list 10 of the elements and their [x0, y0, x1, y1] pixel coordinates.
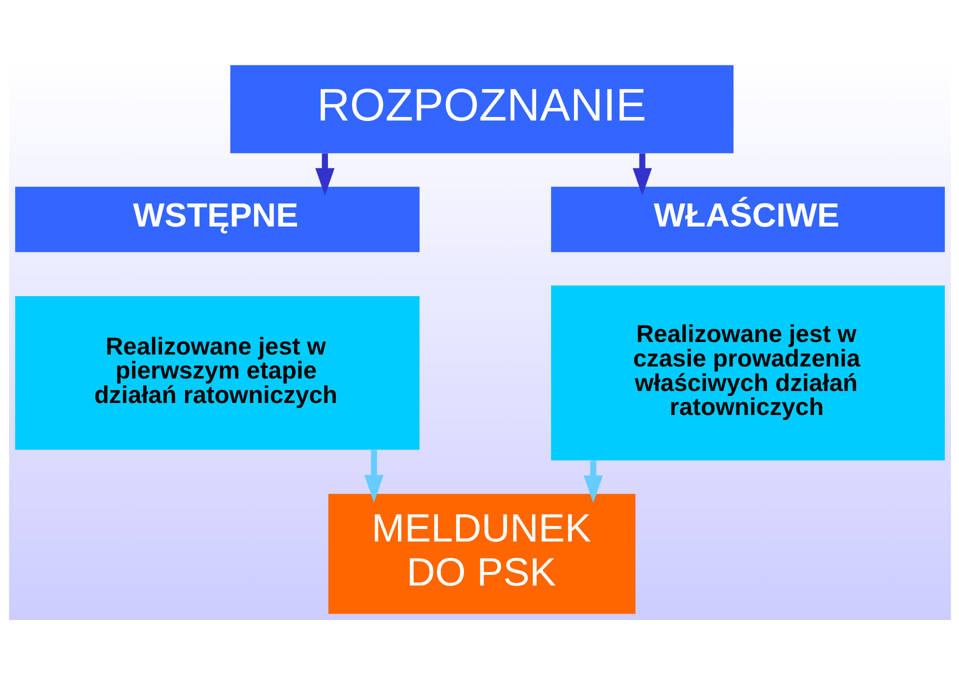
- node-box: Realizowane jest w pierwszym etapie działań ratowniczych: [14, 296, 420, 450]
- node-box: Realizowane jest w czasie prowadzenia właściwych działań ratowniczych: [550, 285, 944, 460]
- arrow: [583, 460, 602, 502]
- node-box: WŁAŚCIWE: [550, 186, 944, 252]
- arrow: [314, 152, 334, 196]
- arrow: [364, 450, 384, 502]
- node-box: ROZPOZNANIE: [230, 64, 734, 153]
- node-box: MELDUNEK DO PSK: [328, 493, 635, 614]
- node-box: WSTĘPNE: [14, 186, 420, 252]
- arrow: [632, 152, 652, 196]
